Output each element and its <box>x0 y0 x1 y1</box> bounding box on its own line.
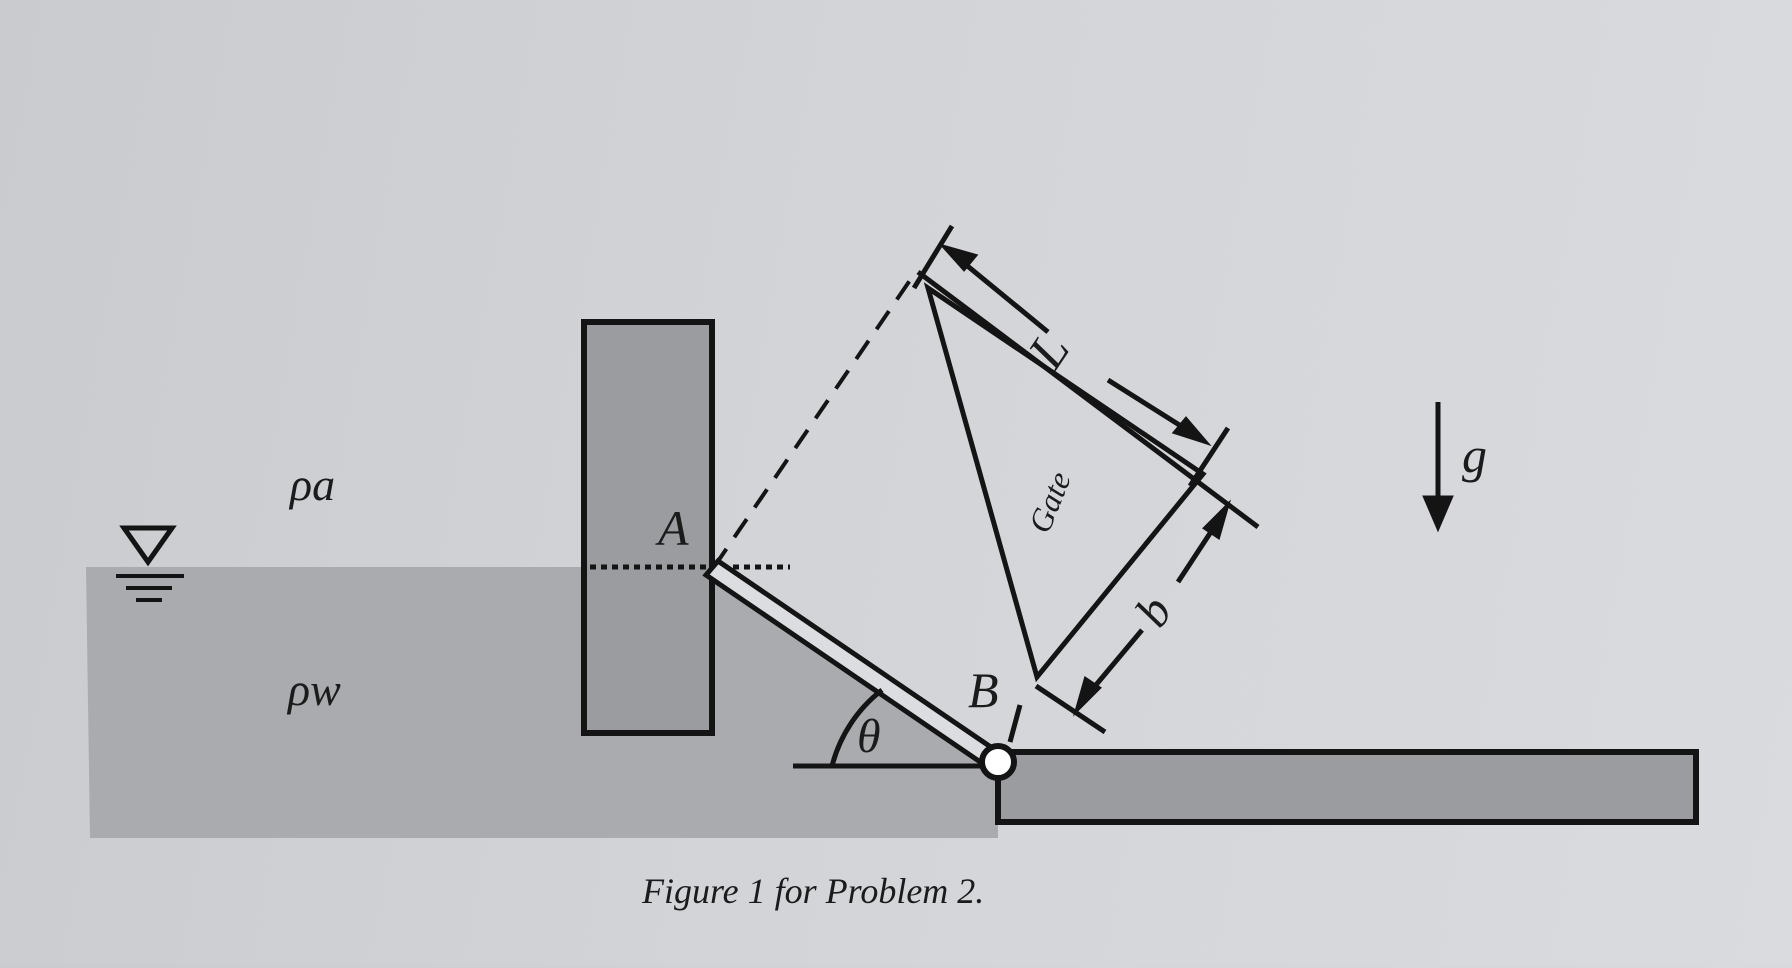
gravity-arrow-icon <box>1422 402 1454 533</box>
hinge-b-tick <box>1007 704 1023 743</box>
dimension-L <box>938 243 1212 447</box>
hinge-b <box>979 743 1017 781</box>
water-region <box>86 567 998 838</box>
label-rho-air: ρa <box>288 459 335 510</box>
label-gravity: g <box>1462 427 1487 483</box>
dim-ext-top <box>911 224 955 290</box>
dim-ext-bottom <box>1034 683 1107 735</box>
label-rho-water: ρw <box>286 664 341 715</box>
label-hinge-b: B <box>968 662 999 718</box>
dim-ext-long <box>916 270 1260 529</box>
floor-block <box>995 749 1699 825</box>
figure-caption: Figure 1 for Problem 2. <box>641 871 984 911</box>
dimension-b <box>1072 499 1232 717</box>
label-angle-theta: θ <box>857 710 881 763</box>
dashed-projection-line <box>712 268 919 569</box>
label-width-b: b <box>1125 587 1182 637</box>
dim-ext-right <box>1187 426 1231 488</box>
label-gate: Gate <box>1021 466 1078 537</box>
label-hinge-a: A <box>655 500 689 556</box>
wall-block <box>581 319 715 736</box>
free-surface-icon <box>116 525 184 602</box>
angle-arc <box>829 688 884 767</box>
